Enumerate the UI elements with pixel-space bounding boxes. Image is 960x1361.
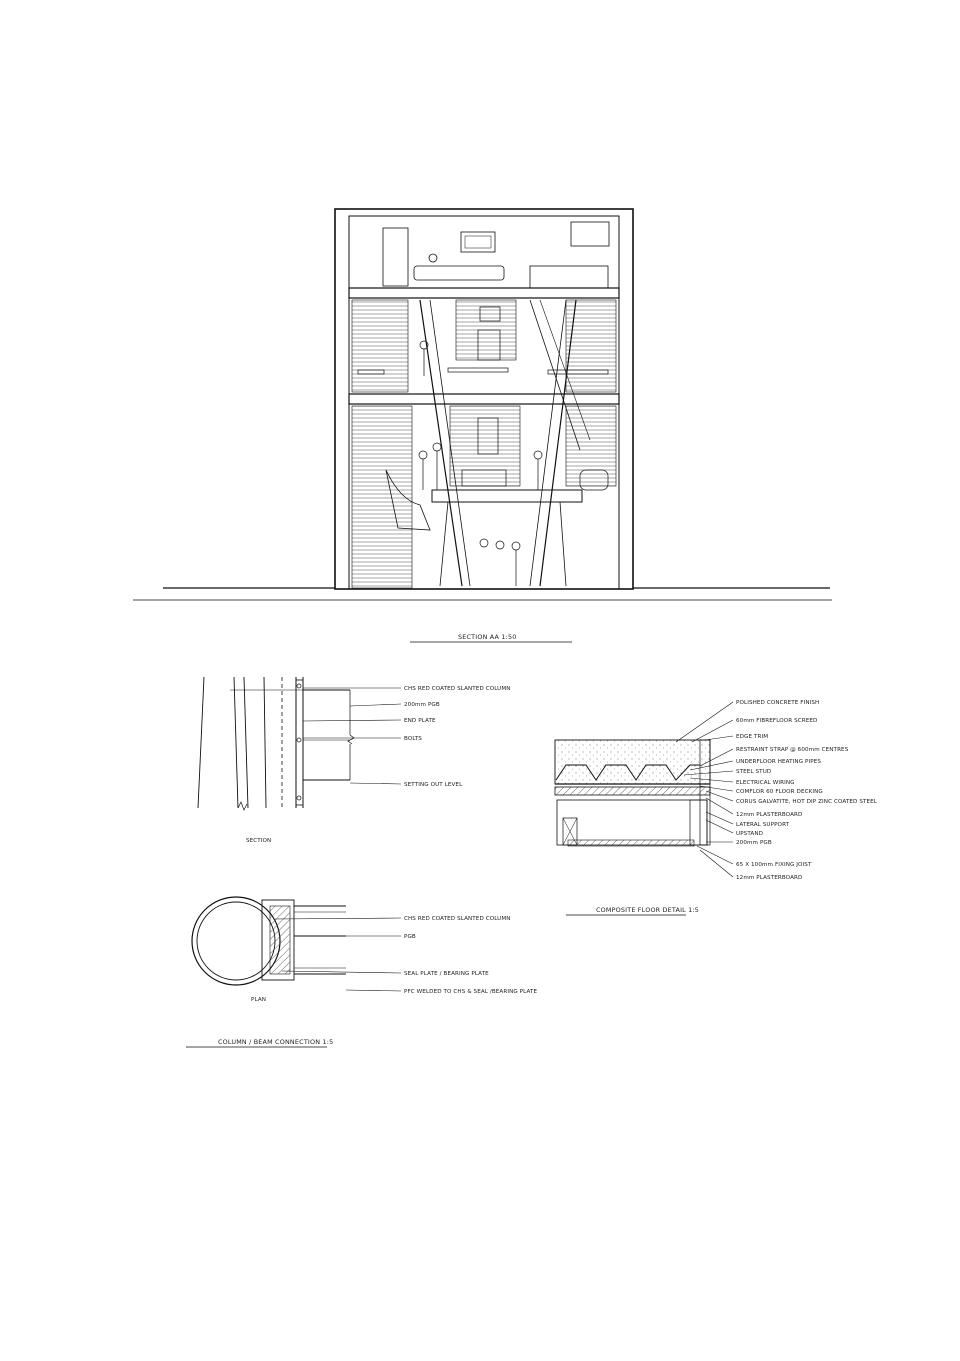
leader-line — [689, 760, 734, 771]
column-section-labels: CHS RED COATED SLANTED COLUMN 200mm PGB EN… — [302, 686, 511, 788]
column-detail-title: COLUMN / BEAM CONNECTION 1:5 — [218, 1038, 333, 1046]
leader-line — [349, 782, 402, 785]
section-caption: SECTION — [246, 838, 271, 844]
callout-label: UPSTAND — [736, 831, 763, 837]
leader-line — [705, 790, 734, 802]
composite-floor-detail — [554, 739, 711, 847]
leader-line — [705, 811, 734, 825]
leader-line — [691, 719, 734, 743]
callout-label: 12mm PLASTERBOARD — [736, 812, 802, 818]
building-section — [133, 208, 832, 601]
leader-line — [345, 989, 402, 992]
leader-line — [689, 777, 734, 783]
floor-detail-labels: POLISHED CONCRETE FINISH 60mm FIBREFLOOR … — [675, 700, 878, 881]
callout-label: ELECTRICAL WIRING — [736, 780, 795, 786]
callout-label: SETTING OUT LEVEL — [404, 782, 463, 788]
callout-label: 65 X 100mm FIXING JOIST — [736, 862, 812, 868]
callout-label: UNDERFLOOR HEATING PIPES — [736, 759, 821, 765]
plan-caption: PLAN — [251, 997, 266, 1003]
callout-label: PGB — [404, 934, 416, 940]
callout-label: CHS RED COATED SLANTED COLUMN — [404, 916, 511, 922]
leader-line — [704, 735, 734, 741]
leader-line — [705, 797, 734, 815]
callout-label: LATERAL SUPPORT — [736, 822, 790, 828]
callout-label: RESTRAINT STRAP @ 600mm CENTRES — [736, 747, 849, 753]
leader-line — [675, 701, 734, 743]
section-title: SECTION AA 1:50 — [458, 633, 517, 641]
callout-label: END PLATE — [404, 718, 436, 724]
callout-label: 200mm PGB — [404, 702, 440, 708]
leader-line — [683, 770, 734, 776]
callout-label: COMFLOR 60 FLOOR DECKING — [736, 789, 823, 795]
leader-line — [302, 719, 402, 722]
floor-detail-title: COMPOSITE FLOOR DETAIL 1:5 — [596, 906, 699, 914]
leader-line — [699, 748, 734, 767]
leader-line — [349, 703, 402, 707]
leader-line — [699, 785, 734, 792]
column-plan-labels: CHS RED COATED SLANTED COLUMN PGB SEAL PLA… — [274, 916, 538, 995]
callout-label: CORUS GALVATITE, HOT DIP ZINC COATED STE… — [736, 799, 878, 805]
column-beam-plan — [191, 896, 346, 986]
callout-label: BOLTS — [404, 736, 422, 742]
callout-label: 12mm PLASTERBOARD — [736, 875, 802, 881]
callout-label: PFC WELDED TO CHS & SEAL /BEARING PLATE — [404, 989, 538, 995]
callout-label: POLISHED CONCRETE FINISH — [736, 700, 819, 706]
callout-label: CHS RED COATED SLANTED COLUMN — [404, 686, 511, 692]
leader-line — [696, 845, 734, 865]
leader-line — [705, 819, 734, 834]
callout-label: STEEL STUD — [736, 769, 771, 775]
leader-line — [274, 917, 402, 920]
column-beam-section — [197, 676, 355, 811]
leader-line — [281, 970, 402, 974]
callout-label: 200mm PGB — [736, 840, 772, 846]
leader-line — [699, 849, 734, 878]
callout-label: SEAL PLATE / BEARING PLATE — [404, 971, 489, 977]
callout-label: 60mm FIBREFLOOR SCREED — [736, 718, 817, 724]
callout-label: EDGE TRIM — [736, 734, 768, 740]
